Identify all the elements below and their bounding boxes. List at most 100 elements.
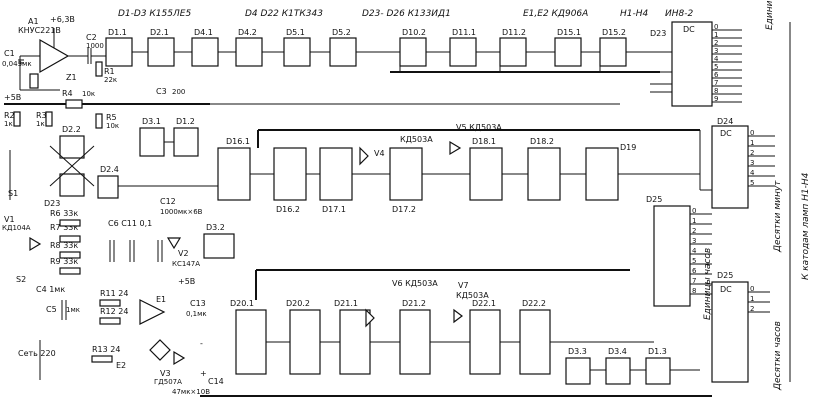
svg-text:D16.2: D16.2	[276, 205, 300, 214]
svg-text:0,1мк: 0,1мк	[186, 310, 207, 318]
decoder-d24: DC D24 0 1 2 3 4 5 Десятки минут	[711, 117, 783, 253]
svg-text:4: 4	[692, 247, 697, 255]
diode-v4	[359, 146, 369, 166]
svg-text:D11.1: D11.1	[452, 28, 476, 37]
c1-ref: С1	[4, 49, 15, 58]
svg-text:0: 0	[750, 285, 754, 293]
svg-text:8: 8	[714, 87, 718, 95]
svg-text:D20.1: D20.1	[230, 299, 254, 308]
svg-text:D24: D24	[717, 117, 733, 126]
gate-d2-1	[147, 37, 175, 67]
svg-text:0: 0	[750, 129, 754, 137]
s1-label: S1	[8, 189, 18, 198]
r1-resistor	[95, 61, 103, 77]
gate-d4-1	[191, 37, 219, 67]
header-d23d26: D23- D26 К133ИД1	[362, 9, 451, 19]
svg-text:ГД507А: ГД507А	[154, 378, 182, 386]
svg-text:R11 24: R11 24	[100, 289, 128, 298]
svg-text:D15.1: D15.1	[557, 28, 581, 37]
svg-text:D3.3: D3.3	[568, 347, 587, 356]
ff-d16-1	[217, 147, 251, 201]
svg-text:V7: V7	[458, 281, 469, 290]
svg-text:Сеть 220: Сеть 220	[18, 349, 56, 358]
r4-resistor	[65, 99, 83, 109]
ff-d21-2	[399, 309, 431, 375]
svg-text:2: 2	[750, 149, 754, 157]
svg-text:S2: S2	[16, 275, 26, 284]
svg-text:7: 7	[714, 79, 718, 87]
gate-d1-2	[173, 127, 199, 157]
svg-text:D16.1: D16.1	[226, 137, 250, 146]
svg-text:D11.2: D11.2	[502, 28, 526, 37]
diode-v5	[449, 140, 462, 156]
svg-text:КД104А: КД104А	[2, 224, 31, 232]
svg-text:D18.1: D18.1	[472, 137, 496, 146]
svg-text:+5В: +5В	[178, 277, 195, 286]
svg-text:DC: DC	[720, 285, 732, 294]
svg-text:1: 1	[750, 139, 754, 147]
zener-v2	[166, 237, 182, 250]
svg-text:2: 2	[714, 39, 718, 47]
decoder-d26-box	[711, 281, 749, 383]
ff-d20-1	[235, 309, 267, 375]
diode-v6	[365, 308, 375, 328]
svg-text:D15.2: D15.2	[602, 28, 626, 37]
svg-text:КД503А: КД503А	[456, 291, 489, 300]
svg-text:3: 3	[750, 159, 754, 167]
svg-text:4: 4	[714, 55, 719, 63]
svg-text:1мк: 1мк	[66, 306, 80, 314]
svg-text:7: 7	[692, 277, 696, 285]
svg-text:0: 0	[692, 207, 696, 215]
svg-text:1к: 1к	[36, 120, 45, 128]
svg-text:D4.1: D4.1	[194, 28, 213, 37]
caption-minutes-tens: Десятки минут	[773, 180, 783, 253]
svg-text:2: 2	[750, 305, 754, 313]
header-e1e2: Е1,Е2 КД906А	[523, 9, 588, 19]
svg-text:D21.1: D21.1	[334, 299, 358, 308]
svg-text:V5 КД503А: V5 КД503А	[456, 123, 502, 132]
ff-d17-2	[389, 147, 423, 201]
svg-text:D22.2: D22.2	[522, 299, 546, 308]
svg-text:D3.4: D3.4	[608, 347, 627, 356]
caption-minutes-units: Единицы минут	[765, 0, 775, 30]
svg-text:+: +	[200, 369, 207, 378]
svg-text:D2.4: D2.4	[100, 165, 119, 174]
svg-text:V6 КД503А: V6 КД503А	[392, 279, 438, 288]
svg-text:47мк×10В: 47мк×10В	[172, 388, 210, 396]
z1-label: Z1	[66, 73, 77, 82]
diode-v3	[173, 350, 186, 366]
svg-text:0: 0	[714, 23, 718, 31]
ff-d22-2	[519, 309, 551, 375]
c2-value: 1000	[86, 42, 104, 50]
svg-text:D2.1: D2.1	[150, 28, 169, 37]
header-h1h4: Н1-Н4	[620, 9, 649, 19]
gate-d3-4	[605, 357, 631, 385]
svg-text:D1.3: D1.3	[648, 347, 667, 356]
svg-text:D18.2: D18.2	[530, 137, 554, 146]
svg-text:5: 5	[714, 63, 718, 71]
svg-text:10к: 10к	[106, 122, 119, 130]
ff-d22-1	[469, 309, 501, 375]
svg-text:1: 1	[714, 31, 718, 39]
svg-text:R13 24: R13 24	[92, 345, 120, 354]
svg-text:V2: V2	[178, 249, 189, 258]
header-ing2: ИН8-2	[665, 9, 693, 19]
svg-text:R12 24: R12 24	[100, 307, 128, 316]
svg-text:Е2: Е2	[116, 361, 126, 370]
svg-text:С14: С14	[208, 377, 224, 386]
gate-d2-4	[97, 175, 119, 199]
svg-text:5: 5	[750, 179, 754, 187]
svg-text:D5.1: D5.1	[286, 28, 305, 37]
svg-text:R9 33к: R9 33к	[50, 257, 78, 266]
r3-resistor	[45, 111, 53, 127]
svg-text:3: 3	[692, 237, 696, 245]
svg-text:D2.2: D2.2	[62, 125, 81, 134]
svg-text:8: 8	[692, 287, 696, 295]
svg-text:1к: 1к	[4, 120, 13, 128]
svg-text:R8 33к: R8 33к	[50, 241, 78, 250]
middle-flipflop-row: D16.1 D16.2 D17.1 D17.2 D18.1 D18.2 D19 …	[217, 123, 712, 214]
svg-text:-: -	[200, 339, 203, 348]
svg-text:4: 4	[750, 169, 755, 177]
svg-text:200: 200	[172, 88, 185, 96]
